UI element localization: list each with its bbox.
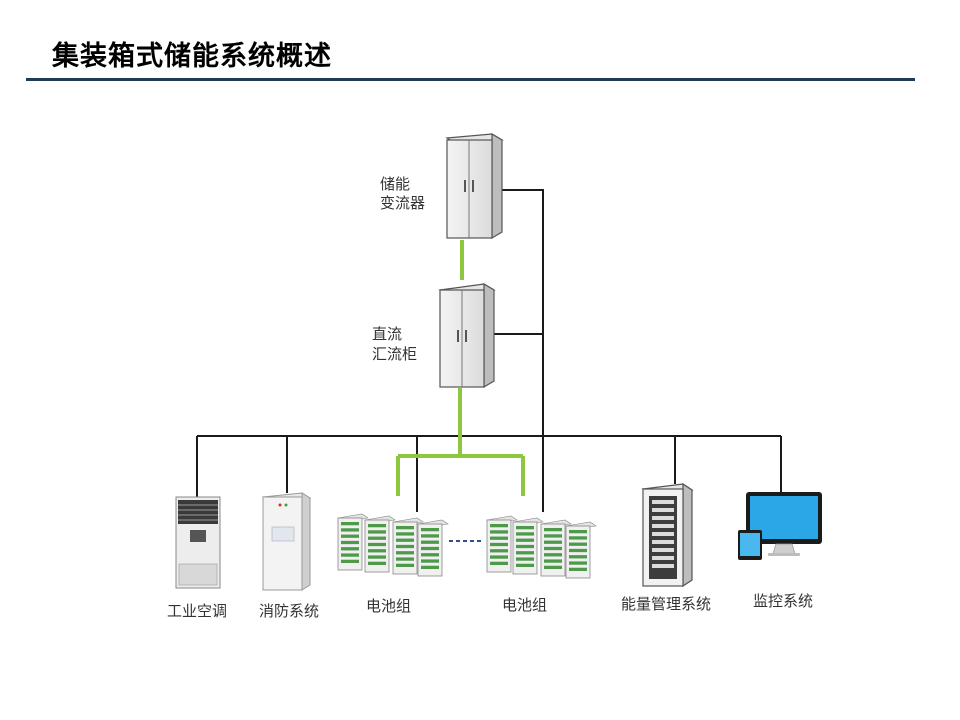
battery-rack [486, 515, 518, 573]
fire-protection-cabinet-icon [261, 492, 312, 591]
battery-group-2-label: 电池组 [502, 596, 547, 614]
monitoring-label: 监控系统 [753, 592, 813, 610]
battery-rack [392, 517, 424, 575]
comm-lines [196, 189, 782, 512]
battery-group-1-label: 电池组 [366, 597, 411, 615]
fire-protection-label: 消防系统 [259, 602, 319, 620]
battery-rack [364, 515, 396, 573]
battery-rack [540, 519, 572, 577]
title-underline [26, 78, 915, 81]
battery-rack [512, 517, 544, 575]
battery-rack [565, 521, 597, 579]
air-conditioner-icon [175, 496, 221, 589]
ems-label: 能量管理系统 [621, 595, 711, 613]
battery-rack [417, 519, 449, 577]
battery-group-2-icon [486, 515, 597, 579]
battery-rack [337, 513, 369, 571]
battery-group-1-icon [337, 513, 449, 577]
tablet-icon [738, 530, 762, 560]
power-lines [396, 240, 525, 496]
pcs-cabinet-icon [445, 132, 504, 240]
dc-combiner-label: 直流 汇流柜 [372, 325, 417, 363]
page-title: 集装箱式储能系统概述 [52, 41, 332, 72]
pcs-label: 储能 变流器 [380, 175, 425, 212]
ems-cabinet-icon [641, 482, 694, 588]
air-conditioner-label: 工业空调 [167, 602, 227, 620]
dc-combiner-cabinet-icon [438, 282, 496, 389]
monitor-icon [746, 492, 822, 556]
